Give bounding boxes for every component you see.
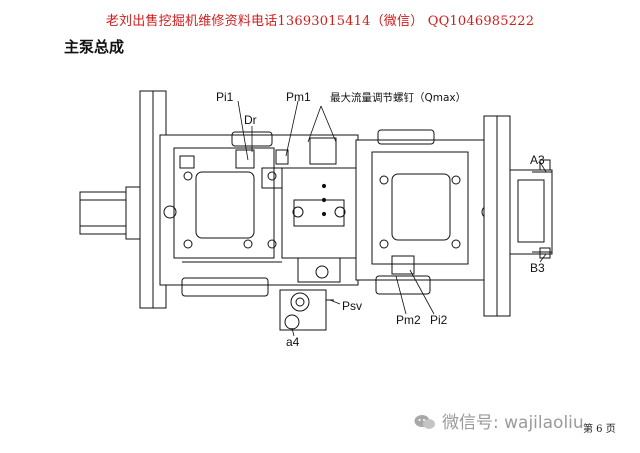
page-number: 第 6 页 [583, 424, 616, 435]
wechat-icon [414, 415, 435, 429]
rear-pump-housing [355, 129, 495, 295]
gear-pump [509, 159, 553, 259]
label-pm2: Pm2 [396, 313, 421, 327]
regulator-psv [279, 289, 334, 331]
label-a4: a4 [286, 335, 300, 349]
label-b3: B3 [530, 261, 545, 275]
label-qmax: 最大流量调节螺钉（Qmax） [330, 91, 466, 104]
rear-flange [483, 115, 511, 317]
label-a3: A3 [530, 153, 545, 167]
label-dr: Dr [244, 113, 257, 127]
label-pm1: Pm1 [286, 90, 311, 104]
label-pi1: Pi1 [216, 90, 234, 104]
label-psv: Psv [342, 299, 362, 313]
watermark-text: 微信号: wajilaoliu [442, 413, 584, 433]
wechat-watermark: 微信号: wajilaoliu [414, 408, 584, 433]
center-block [275, 137, 357, 283]
page-title: 主泵总成 [64, 38, 125, 56]
leader-lines [237, 100, 547, 337]
header-banner: 老刘出售挖掘机维修资料电话13693015414（微信） QQ104698522… [105, 14, 535, 29]
label-pi2: Pi2 [430, 313, 448, 327]
